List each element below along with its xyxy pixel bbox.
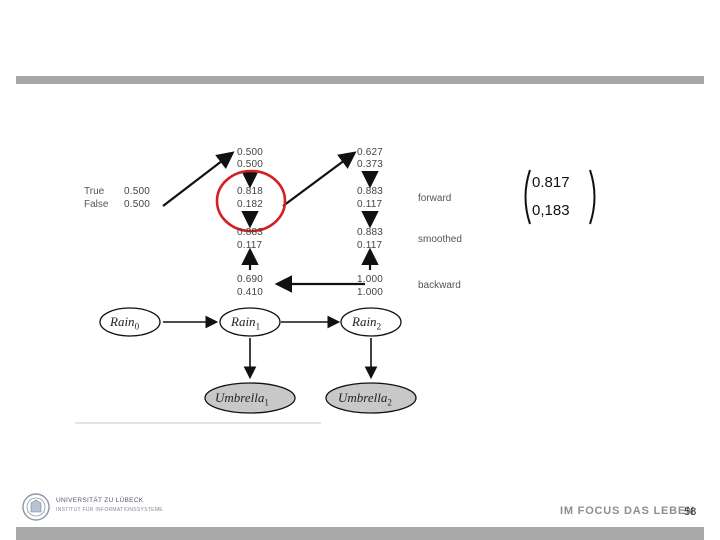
- node-umbrella2-name: Umbrella: [338, 390, 388, 405]
- col2-backward-false: 1.000: [357, 287, 384, 298]
- node-rain0-sub: 0: [134, 321, 140, 332]
- col0-true: 0.500: [124, 186, 151, 197]
- node-rain2: Rain2: [352, 314, 381, 332]
- node-rain2-name: Rain: [352, 314, 377, 329]
- arrow-col1-to-col2: [282, 151, 357, 207]
- vector-bottom-value: 0,183: [532, 202, 570, 219]
- col2-predicted-true: 0.627: [357, 147, 384, 158]
- node-rain1-name: Rain: [231, 314, 256, 329]
- bottom-divider-bar: [16, 527, 704, 540]
- col1-smoothed-true: 0.883: [237, 227, 264, 238]
- node-rain0: Rain0: [110, 314, 139, 332]
- col2-forward-false: 0.117: [357, 199, 383, 210]
- col1-backward-false: 0.410: [237, 287, 264, 298]
- node-umbrella1-sub: 1: [264, 397, 269, 408]
- result-vector: 0.817 0,183: [520, 168, 600, 226]
- col2-predicted-false: 0.373: [357, 159, 384, 170]
- node-rain1: Rain1: [231, 314, 260, 332]
- node-rain0-shape: [99, 307, 161, 337]
- logo-line1: UNIVERSITÄT ZU LÜBECK: [56, 497, 144, 504]
- col2-backward-true: 1.000: [357, 274, 384, 285]
- col2-smoothed-true: 0.883: [357, 227, 384, 238]
- vector-top-value: 0.817: [532, 174, 570, 191]
- label-false: False: [84, 199, 109, 210]
- col1-forward-false: 0.182: [237, 199, 264, 210]
- row-label-forward: forward: [418, 193, 452, 204]
- col1-predicted-false: 0.500: [237, 159, 264, 170]
- row-label-smoothed: smoothed: [418, 234, 462, 245]
- logo-line2: INSTITUT FÜR INFORMATIONSSYSTEME: [56, 507, 163, 513]
- node-rain1-sub: 1: [255, 321, 261, 332]
- filtering-smoothing-diagram: True False 0.500 0.500 0.500 0.500 0.818…: [75, 140, 475, 425]
- col0-false: 0.500: [124, 199, 151, 210]
- highlight-circle: [215, 169, 287, 233]
- col1-predicted-true: 0.500: [237, 147, 264, 158]
- node-umbrella2-shape: [325, 382, 417, 414]
- col2-smoothed-false: 0.117: [357, 240, 383, 251]
- node-umbrella2-sub: 2: [387, 397, 392, 408]
- row-label-backward: backward: [418, 280, 461, 291]
- node-umbrella1-name: Umbrella: [215, 390, 265, 405]
- col1-backward-true: 0.690: [237, 274, 264, 285]
- top-divider-bar: [16, 76, 704, 84]
- label-true: True: [84, 186, 105, 197]
- node-rain2-sub: 2: [376, 321, 382, 332]
- university-seal-icon: [22, 493, 50, 521]
- slogan: IM FOCUS DAS LEBEN: [560, 505, 695, 517]
- page-number: 58: [684, 506, 697, 518]
- col2-forward-true: 0.883: [357, 186, 384, 197]
- node-rain2-shape: [340, 307, 402, 337]
- node-umbrella1-shape: [204, 382, 296, 414]
- node-rain0-name: Rain: [110, 314, 135, 329]
- col1-smoothed-false: 0.117: [237, 240, 263, 251]
- diagram-graphics: [75, 151, 417, 424]
- node-umbrella2: Umbrella2: [338, 390, 392, 408]
- university-logo: UNIVERSITÄT ZU LÜBECK INSTITUT FÜR INFOR…: [22, 492, 172, 524]
- vector-parentheses: [524, 169, 596, 225]
- col1-forward-true: 0.818: [237, 186, 264, 197]
- node-rain1-shape: [219, 307, 281, 337]
- arrow-col0-to-col1: [162, 151, 235, 207]
- node-umbrella1: Umbrella1: [215, 390, 269, 408]
